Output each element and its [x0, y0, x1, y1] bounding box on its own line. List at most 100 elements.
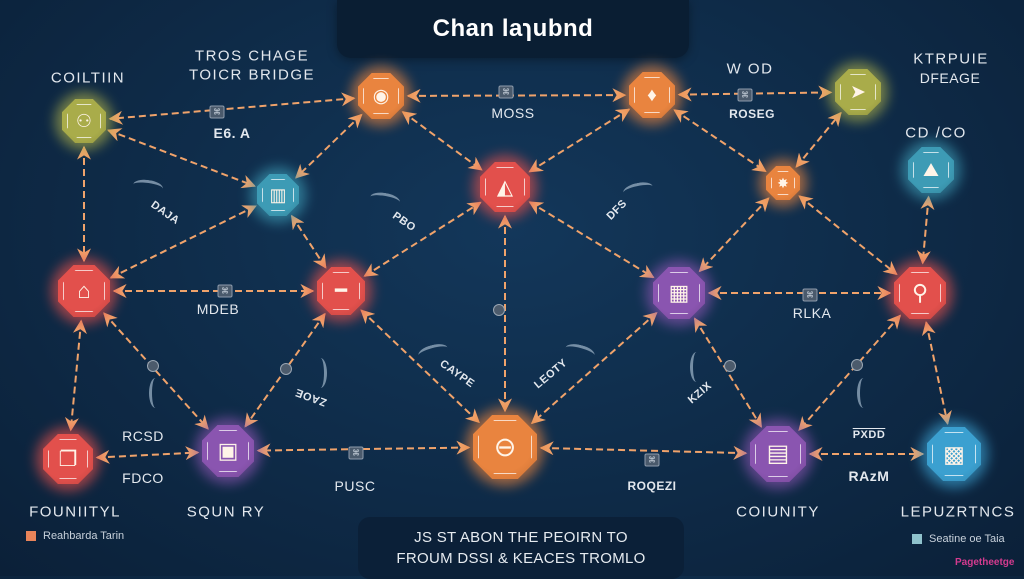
edge-bridge-top-moss-right	[406, 88, 627, 103]
device-icon: ▤	[766, 440, 790, 467]
edge-marker-icon: ⌘	[209, 105, 225, 119]
node-rlka-left[interactable]: ▦	[653, 267, 705, 319]
node-ring	[485, 167, 525, 207]
edge-mdeb-left-city-teal	[109, 205, 257, 279]
edge-label: MOSS	[491, 105, 535, 121]
star-icon: ✸	[777, 175, 789, 191]
drop-icon: ♦	[647, 84, 657, 106]
people-icon: ⚇	[75, 111, 93, 131]
node-rlka-right[interactable]: ⚲	[894, 267, 946, 319]
node-ring	[322, 272, 360, 310]
node-coiltiin[interactable]: ⚇	[62, 99, 106, 143]
node-moss-right[interactable]: ♦	[629, 72, 675, 118]
edge-label: E6. A	[213, 125, 251, 141]
paper-plane-icon: ➤	[850, 81, 866, 103]
group-heading: KTRPUIE	[913, 50, 989, 68]
node-ring	[771, 171, 795, 195]
edge-bridge-top-city-teal	[295, 113, 363, 179]
edge-bridge-top-coiltiin	[108, 92, 356, 125]
swoosh-decoration	[149, 378, 162, 408]
edge-coiunity-center	[539, 441, 748, 460]
edge-label: PXDD	[852, 429, 886, 441]
edge-label: FDCO	[122, 470, 164, 486]
edge-marker-icon: ⌘	[217, 284, 233, 298]
group-heading: SQUN RY	[186, 503, 266, 521]
node-ring	[262, 179, 294, 211]
node-ring	[207, 430, 249, 472]
edge-marker-icon: ⌘	[644, 453, 660, 467]
lock-icon: ⊖	[493, 431, 517, 462]
node-pyramid[interactable]: ◭	[480, 162, 530, 212]
edge-marker-icon: ⌘	[498, 85, 514, 99]
group-heading: COILTIIN	[50, 69, 126, 87]
node-squnry[interactable]: ▣	[202, 425, 254, 477]
legend-swatch-orange	[26, 531, 36, 541]
node-ring	[899, 272, 941, 314]
node-ring	[478, 420, 532, 474]
legend-label: Reahbarda Tarin	[43, 530, 125, 542]
group-heading: LEPUZRTNCS	[900, 503, 1016, 521]
edge-label: ROQEZI	[627, 479, 677, 493]
group-heading: DFEAGE	[919, 70, 981, 86]
node-bridge-top[interactable]: ◉	[358, 73, 404, 119]
buildings-icon: ▩	[943, 440, 965, 467]
caption-box: JS ST ABON THE PEOIRN TO FROUM DSSI & KE…	[358, 517, 684, 579]
edge-moss-right-pyramid	[528, 108, 631, 173]
node-ktrpuie[interactable]: ➤	[835, 69, 881, 115]
watermark-logo: Pagetheetge	[955, 557, 1015, 568]
edge-node-dot	[493, 304, 505, 316]
node-ring	[913, 152, 949, 188]
node-mdeb-left[interactable]: ⌂	[58, 265, 110, 317]
group-heading: TROS CHAGE	[194, 47, 310, 65]
node-ring	[755, 431, 801, 477]
edge-rlka-left-center	[530, 311, 658, 425]
node-ring	[48, 439, 88, 479]
legend-label: Seatine oe Taia	[929, 533, 1005, 545]
book-icon: ❐	[58, 447, 78, 471]
pyramid-icon: ◭	[496, 175, 514, 199]
edge-moss-right-star-small	[673, 109, 767, 173]
caption-line-2: FROUM DSSI & KEACES TROMLO	[396, 550, 646, 567]
node-coiunity[interactable]: ▤	[750, 426, 806, 482]
node-city-teal[interactable]: ▥	[257, 174, 299, 216]
minus-icon: ━	[334, 280, 348, 302]
group-heading: W OD	[726, 60, 774, 78]
edge-label: MDEB	[196, 301, 240, 317]
edge-minus-city-teal	[290, 214, 327, 269]
node-minus[interactable]: ━	[317, 267, 365, 315]
edge-marker-icon: ⌘	[802, 288, 818, 302]
node-lepuzrtncs[interactable]: ▩	[927, 427, 981, 481]
legend-left: Reahbarda Tarin	[26, 530, 124, 542]
node-ring	[658, 272, 700, 314]
node-founity[interactable]: ❐	[43, 434, 93, 484]
edge-label: ROSEG	[729, 107, 775, 121]
machine-icon: ▣	[217, 438, 239, 463]
edge-marker-icon: ⌘	[348, 446, 364, 460]
edge-center-squnry	[256, 440, 471, 458]
store-icon: ▦	[668, 280, 690, 305]
node-ring	[840, 74, 876, 110]
node-center[interactable]: ⊖	[473, 415, 537, 479]
edge-node-dot	[147, 360, 159, 372]
node-star-small[interactable]: ✸	[766, 166, 800, 200]
edge-minus-pyramid	[363, 201, 482, 277]
edge-node-dot	[851, 359, 863, 371]
title-banner: Chan laɿubnd	[337, 0, 689, 58]
edge-rlka-left-coiunity	[693, 317, 763, 428]
factory-icon: ⌂	[77, 278, 91, 303]
edge-rlka-right-lepuzrtncs	[921, 320, 952, 426]
node-ring	[634, 77, 670, 113]
caption-line-1: JS ST ABON THE PEOIRN TO	[414, 529, 628, 546]
node-cdco[interactable]: ⛰	[908, 147, 954, 193]
edge-label: RCSD	[122, 428, 164, 444]
swoosh-decoration	[314, 358, 327, 388]
diagram-title: Chan laɿubnd	[432, 15, 594, 42]
edge-star-small-rlka-left	[698, 197, 770, 273]
group-heading: TOICR BRIDGE	[188, 66, 316, 84]
edge-star-small-rlka-right	[798, 195, 898, 276]
node-ring	[363, 78, 399, 114]
edge-bridge-top-pyramid	[401, 111, 483, 171]
group-heading: COIUNITY	[736, 503, 820, 521]
landscape-icon: ⛰	[923, 159, 939, 181]
city-icon: ▥	[269, 185, 287, 205]
